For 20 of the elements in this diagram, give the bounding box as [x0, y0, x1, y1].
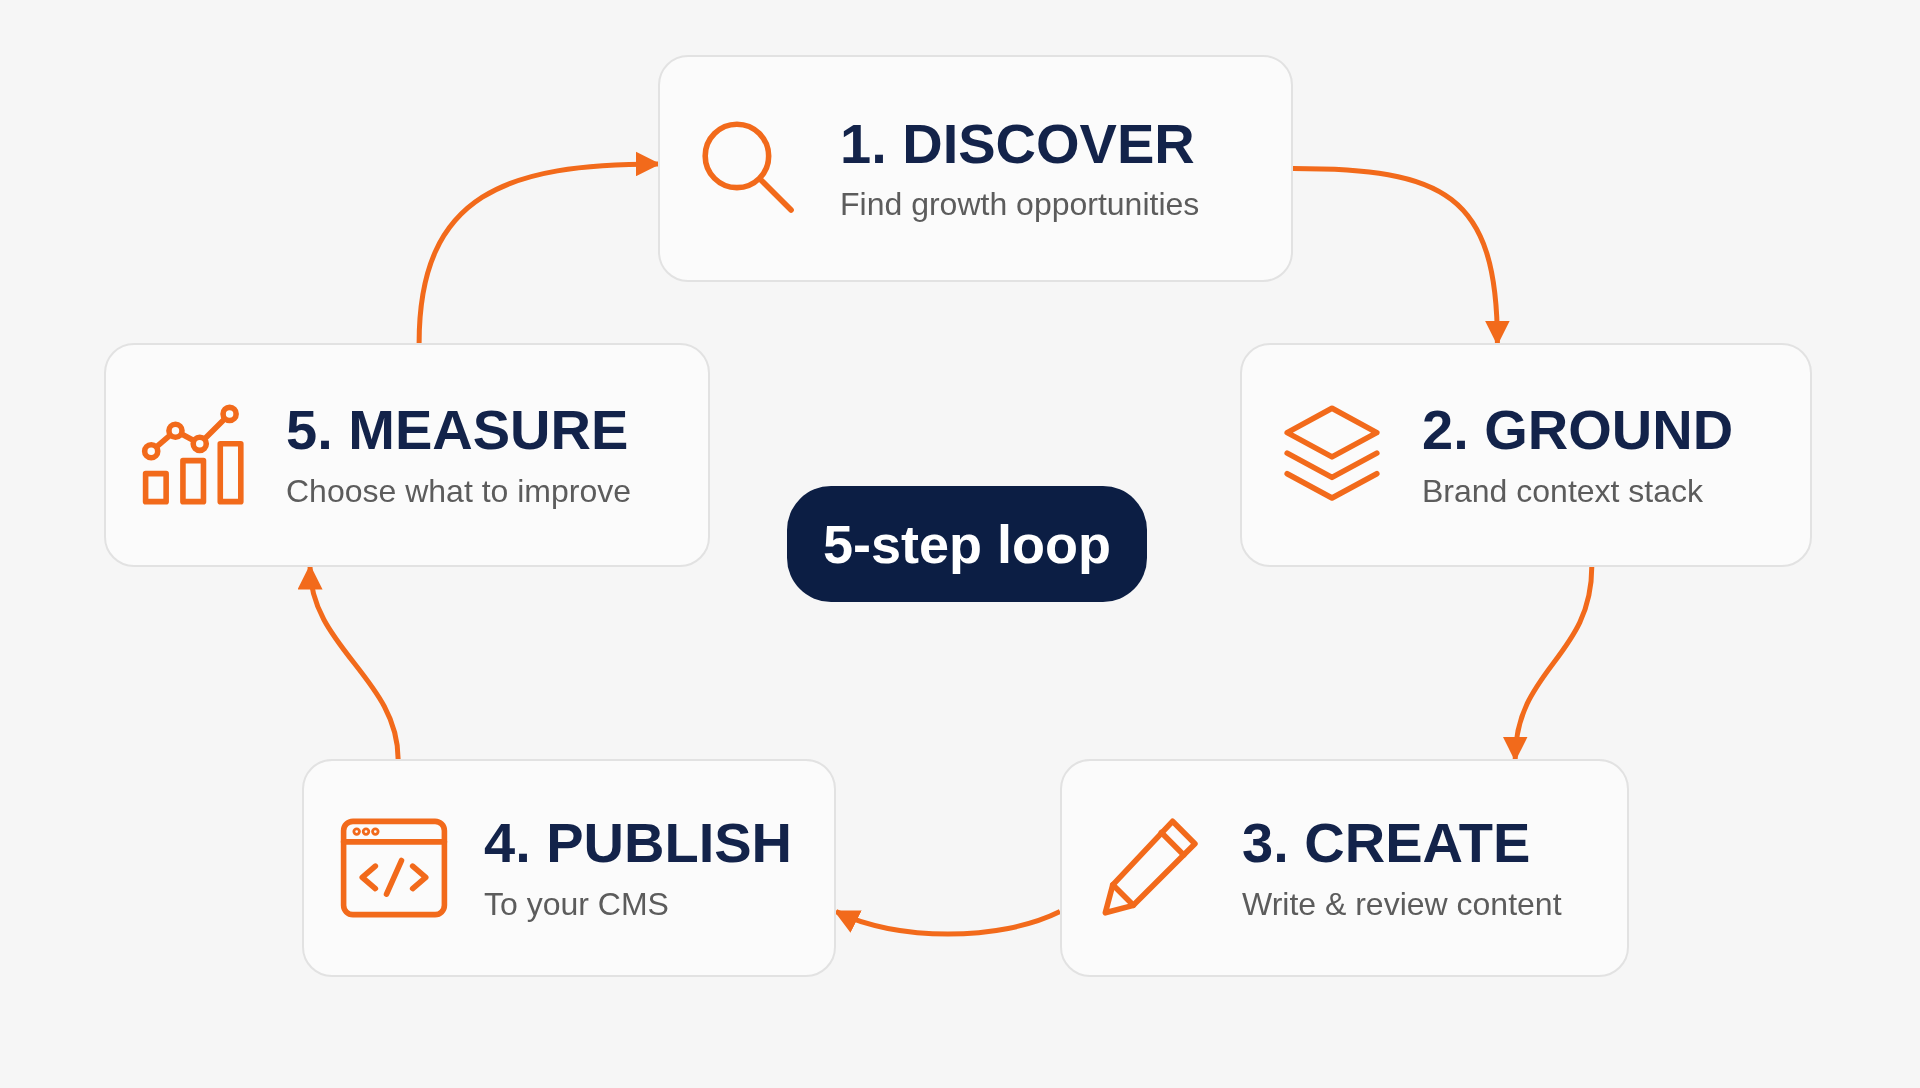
step-description: To your CMS: [484, 886, 670, 922]
curved-arrow: [1292, 166, 1510, 346]
step-card: [1060, 759, 1629, 977]
step-card: [104, 343, 710, 567]
curved-arrow: [1504, 566, 1595, 762]
center-badge: [787, 486, 1147, 602]
step-card: [658, 55, 1293, 282]
step-description: Find growth opportunities: [840, 187, 1200, 223]
step-description: Brand context stack: [1422, 473, 1705, 509]
step-title: 5. MEASURE: [286, 401, 630, 460]
step-description: Choose what to improve: [286, 473, 632, 509]
step-title: 4. PUBLISH: [484, 814, 793, 873]
step-card: [1240, 343, 1812, 567]
badge-label: 5-step loop: [823, 513, 1111, 575]
step-title: 3. CREATE: [1242, 814, 1532, 873]
step-title: 1. DISCOVER: [840, 114, 1196, 174]
step-title: 2. GROUND: [1422, 401, 1734, 460]
step-card: [302, 759, 836, 977]
curved-arrow: [299, 564, 401, 760]
step-description: Write & review content: [1242, 886, 1562, 922]
